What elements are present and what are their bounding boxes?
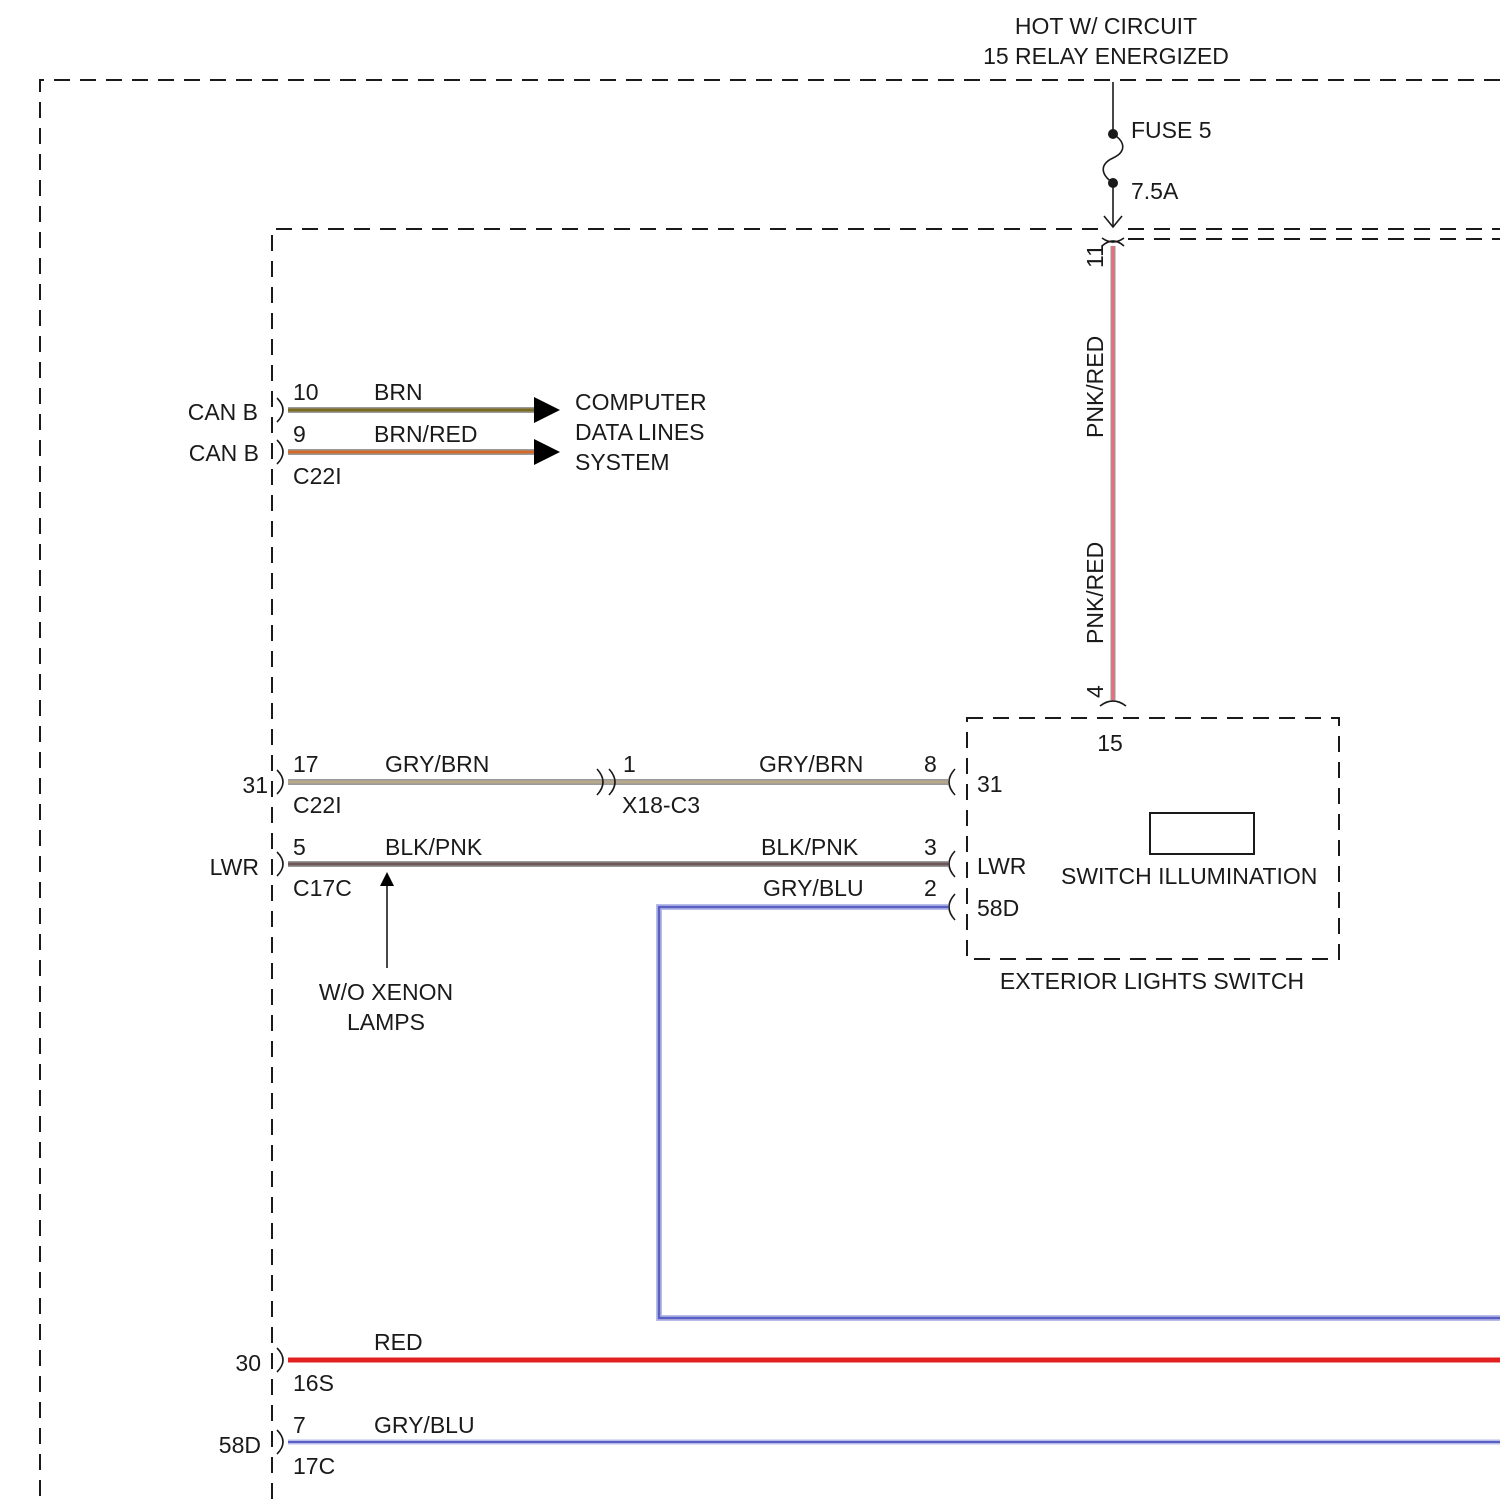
exterior-lights-switch-title: EXTERIOR LIGHTS SWITCH	[1000, 968, 1304, 994]
hot-circuit-label-line2: 15 RELAY ENERGIZED	[983, 43, 1229, 69]
gry-brn-label-right: GRY/BRN	[759, 751, 863, 777]
blk-pnk-label-right: BLK/PNK	[761, 834, 859, 860]
17c-connector-label: 17C	[293, 1453, 335, 1479]
can-connector-marks	[277, 398, 283, 464]
switch-pin-15-label: 15	[1097, 730, 1123, 756]
lwr-connector-mark	[277, 852, 283, 876]
xenon-note-line1: W/O XENON	[319, 979, 453, 1005]
c22i-connector-label: C22I	[293, 463, 342, 489]
gry-brn-label-left: GRY/BRN	[385, 751, 489, 777]
brn-red-wire-label: BRN/RED	[374, 421, 478, 447]
pin-9-label: 9	[293, 421, 306, 447]
switch-pin-2-label: 2	[924, 875, 937, 901]
switch-terminal-58d: 58D	[977, 895, 1019, 921]
circuit-58d-label: 58D	[219, 1432, 261, 1458]
switch-pin-8-mark	[949, 769, 955, 795]
x18-c3-connector-label: X18-C3	[622, 792, 700, 818]
switch-pin-3-mark	[949, 851, 955, 877]
xenon-note-line2: LAMPS	[347, 1009, 425, 1035]
gry-blu-label-switch: GRY/BLU	[763, 875, 864, 901]
pin-4-connector	[1100, 701, 1126, 706]
computer-data-lines-label-1: COMPUTER	[575, 389, 707, 415]
circuit-58d-connector-mark	[277, 1430, 283, 1454]
c17c-connector-label: C17C	[293, 875, 352, 901]
pnk-red-label-upper: PNK/RED	[1082, 336, 1108, 438]
brn-wire-label: BRN	[374, 379, 423, 405]
circuit-31-label: 31	[242, 772, 268, 798]
fuse-rating: 7.5A	[1131, 178, 1179, 204]
switch-terminal-lwr: LWR	[977, 853, 1026, 879]
16s-connector-label: 16S	[293, 1370, 334, 1396]
fuse-symbol	[1103, 82, 1123, 227]
gry-blu-wire-label: GRY/BLU	[374, 1412, 475, 1438]
pin-11-label: 11	[1082, 244, 1108, 268]
can-b-label-2: CAN B	[189, 440, 259, 466]
switch-illumination-lamp	[1150, 813, 1254, 854]
can-b-label-1: CAN B	[188, 399, 258, 425]
lwr-label: LWR	[210, 854, 259, 880]
brn-wire	[288, 397, 560, 423]
exterior-lights-switch-box	[967, 718, 1339, 959]
pin-7-label: 7	[293, 1412, 306, 1438]
pnk-red-label-lower: PNK/RED	[1082, 542, 1108, 644]
hot-circuit-label-line1: HOT W/ CIRCUIT	[1015, 13, 1197, 39]
fuse-name: FUSE 5	[1131, 117, 1212, 143]
switch-pin-8-label: 8	[924, 751, 937, 777]
circuit-30-label: 30	[235, 1350, 261, 1376]
pin-5-label: 5	[293, 834, 306, 860]
circuit-31-connector-mark	[277, 770, 283, 794]
switch-pin-3-label: 3	[924, 834, 937, 860]
computer-data-lines-label-2: DATA LINES	[575, 419, 705, 445]
switch-illumination-label: SWITCH ILLUMINATION	[1061, 863, 1317, 889]
red-wire-label: RED	[374, 1329, 423, 1355]
pin-4-label: 4	[1082, 685, 1108, 698]
xenon-note-arrow	[380, 872, 394, 968]
pin-17-label: 17	[293, 751, 319, 777]
switch-pin-2-mark	[949, 894, 955, 920]
circuit-30-connector-mark	[277, 1348, 283, 1372]
inline-pin-1-label: 1	[623, 751, 636, 777]
pin-10-label: 10	[293, 379, 319, 405]
computer-data-lines-label-3: SYSTEM	[575, 449, 670, 475]
switch-terminal-31: 31	[977, 771, 1003, 797]
blk-pnk-label-left: BLK/PNK	[385, 834, 483, 860]
c22i-connector-label-2: C22I	[293, 792, 342, 818]
